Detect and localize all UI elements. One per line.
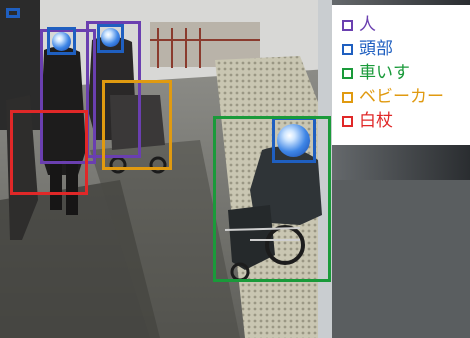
legend-item-wheelchair: 車いす [342, 61, 470, 85]
legend-label: 人 [359, 15, 376, 35]
legend-item-stroller: ベビーカー [342, 85, 470, 109]
wheelchair-wheel [265, 225, 305, 265]
head-marker [277, 124, 310, 157]
legend-item-white-cane: 白杖 [342, 109, 470, 133]
legend-item-head: 頭部 [342, 37, 470, 61]
legend: 人 頭部 車いす ベビーカー 白杖 [332, 5, 470, 145]
legend-label: 頭部 [359, 39, 393, 59]
wheelchair-frame [224, 227, 301, 241]
head-box [47, 27, 76, 55]
platform-shadow [90, 140, 240, 338]
legend-swatch [342, 19, 353, 31]
legend-swatch [342, 67, 353, 79]
legend-item-person: 人 [342, 13, 470, 37]
stroller-wheel [109, 156, 127, 174]
legend-swatch [342, 91, 353, 103]
person-box [86, 21, 141, 158]
head-box [97, 24, 124, 53]
stroller-box [102, 80, 172, 170]
stroller-shape [110, 95, 165, 150]
barrier-floor [332, 180, 470, 338]
person-silhouette [6, 95, 38, 240]
person-box [40, 29, 96, 164]
stroller-wheel [149, 156, 167, 174]
head-box [6, 8, 20, 18]
legend-label: 白杖 [359, 111, 393, 131]
wheelchair-user-legs [228, 205, 275, 270]
wheelchair-box [213, 116, 331, 282]
head-marker [101, 28, 120, 47]
legend-swatch [342, 115, 353, 127]
head-marker [52, 32, 71, 51]
person-legs [50, 160, 62, 210]
legend-label: ベビーカー [359, 87, 444, 107]
legend-swatch [342, 43, 353, 55]
person-legs [66, 160, 78, 215]
white-cane-box [10, 110, 88, 195]
legend-label: 車いす [359, 63, 410, 83]
